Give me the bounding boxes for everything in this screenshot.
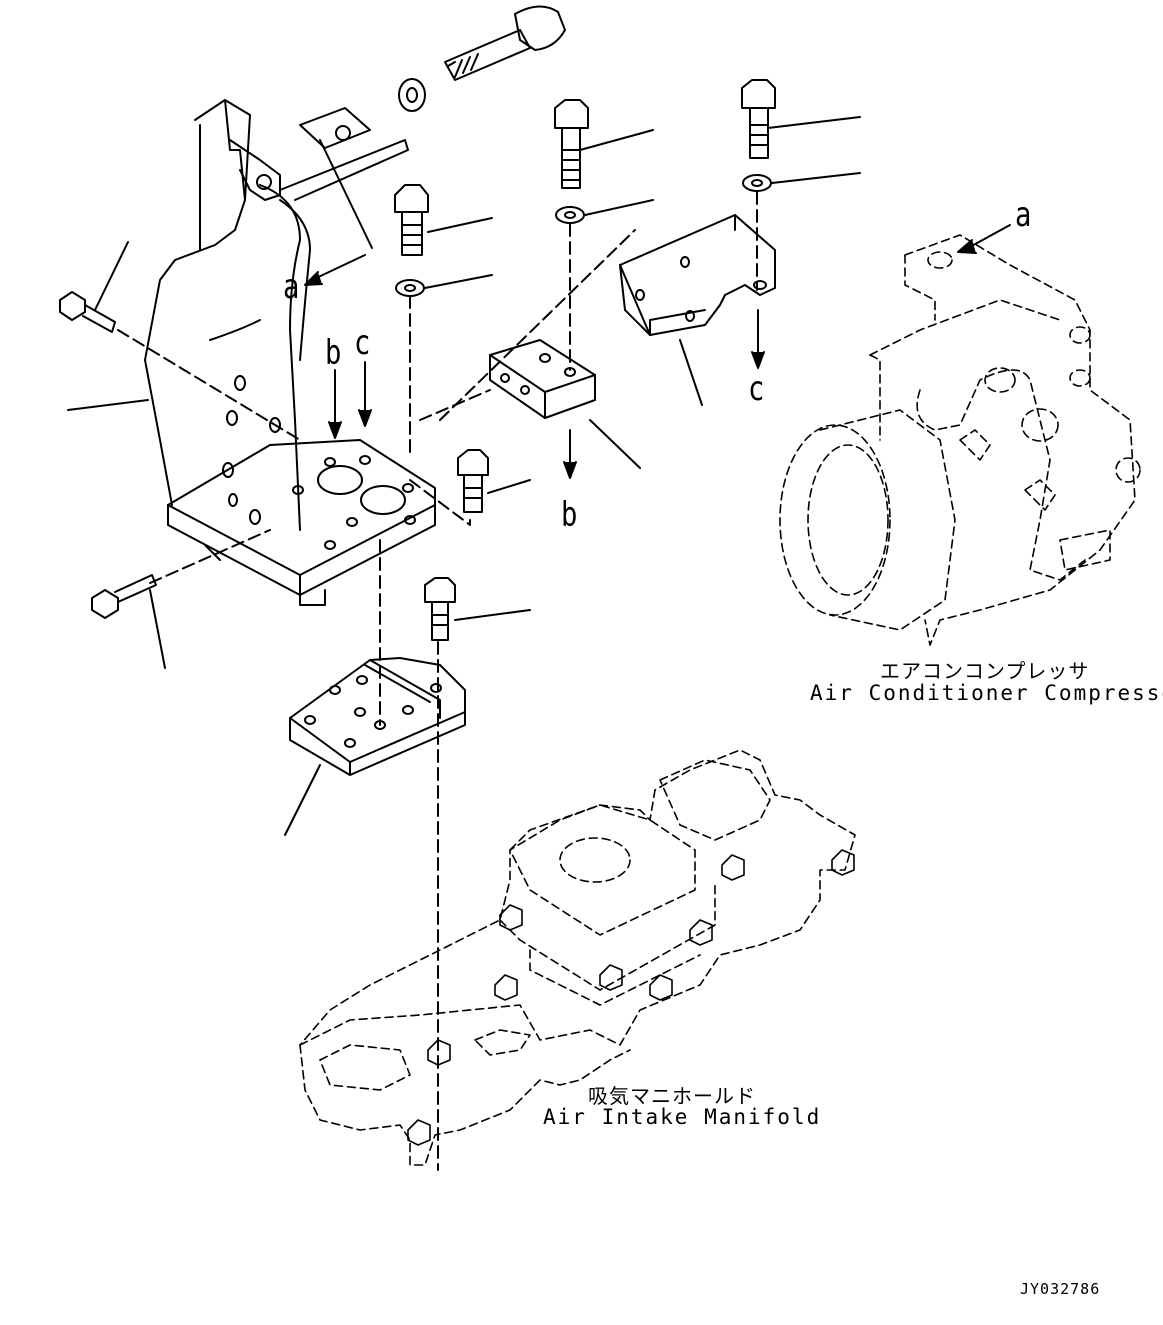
long-bolt [444,5,566,81]
bolt-1 [394,184,493,256]
callout-a-main: a [283,267,300,307]
callout-b-bottom: b [561,495,578,535]
spacer-block [489,339,596,419]
drawing-number: JY032786 [1020,1280,1101,1298]
bolt-5 [424,577,531,641]
washer-top [398,78,426,112]
bolt-2 [554,99,654,189]
washer-2 [555,206,585,224]
manifold-label-en: Air Intake Manifold [543,1105,822,1129]
callout-c-top: c [354,323,371,363]
callout-c-bottom: c [748,369,765,409]
flange-bolt-left-lower [91,574,157,619]
ac-compressor [779,234,1141,646]
manifold-label-jp: 吸気マニホールド [588,1084,756,1108]
compressor-label-en: Air Conditioner Compressor [810,681,1163,705]
washer-3 [742,174,772,192]
main-bracket [144,99,436,606]
intake-manifold [299,749,856,1166]
washer-1 [395,279,425,297]
callout-a-compressor: a [1015,195,1032,235]
bolt-3 [741,79,861,159]
angle-bracket [619,214,776,336]
manifold-bolts [407,849,855,1146]
callout-b-top: b [325,333,342,373]
mounting-plate [289,657,466,776]
compressor-label-jp: エアコンコンプレッサ [880,659,1090,683]
flange-bolt-left-upper [59,291,116,333]
bolt-4 [457,449,531,513]
